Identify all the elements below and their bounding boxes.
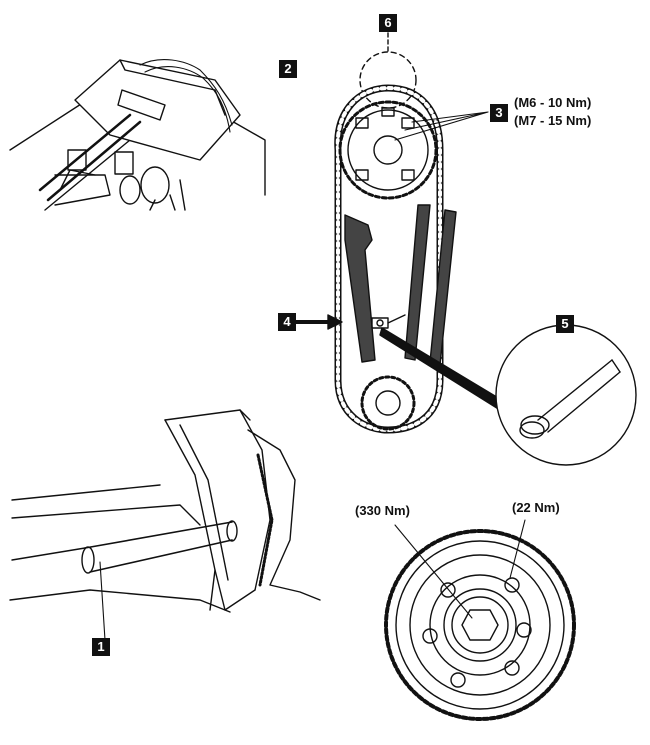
flywheel-locking-view [9, 409, 321, 641]
camshaft-locking-view [9, 59, 266, 211]
callout-1: 1 [92, 638, 110, 656]
callout-3: 3 [490, 104, 508, 122]
torque-m7-label: (M7 - 15 Nm) [514, 113, 592, 128]
timing-chain-assembly [294, 32, 489, 434]
callout-4: 4 [278, 313, 296, 331]
torque-flywheel-label: (22 Nm) [512, 500, 560, 515]
torque-crank-label: (330 Nm) [355, 503, 410, 518]
timing-chain-top [139, 59, 233, 133]
callout-5: 5 [556, 315, 574, 333]
callout-2: 2 [279, 60, 297, 78]
pin-detail-view [379, 324, 637, 466]
crankshaft-pulley-view [384, 519, 576, 721]
torque-m6-label: (M6 - 10 Nm) [514, 95, 592, 110]
callout-6: 6 [379, 14, 397, 32]
